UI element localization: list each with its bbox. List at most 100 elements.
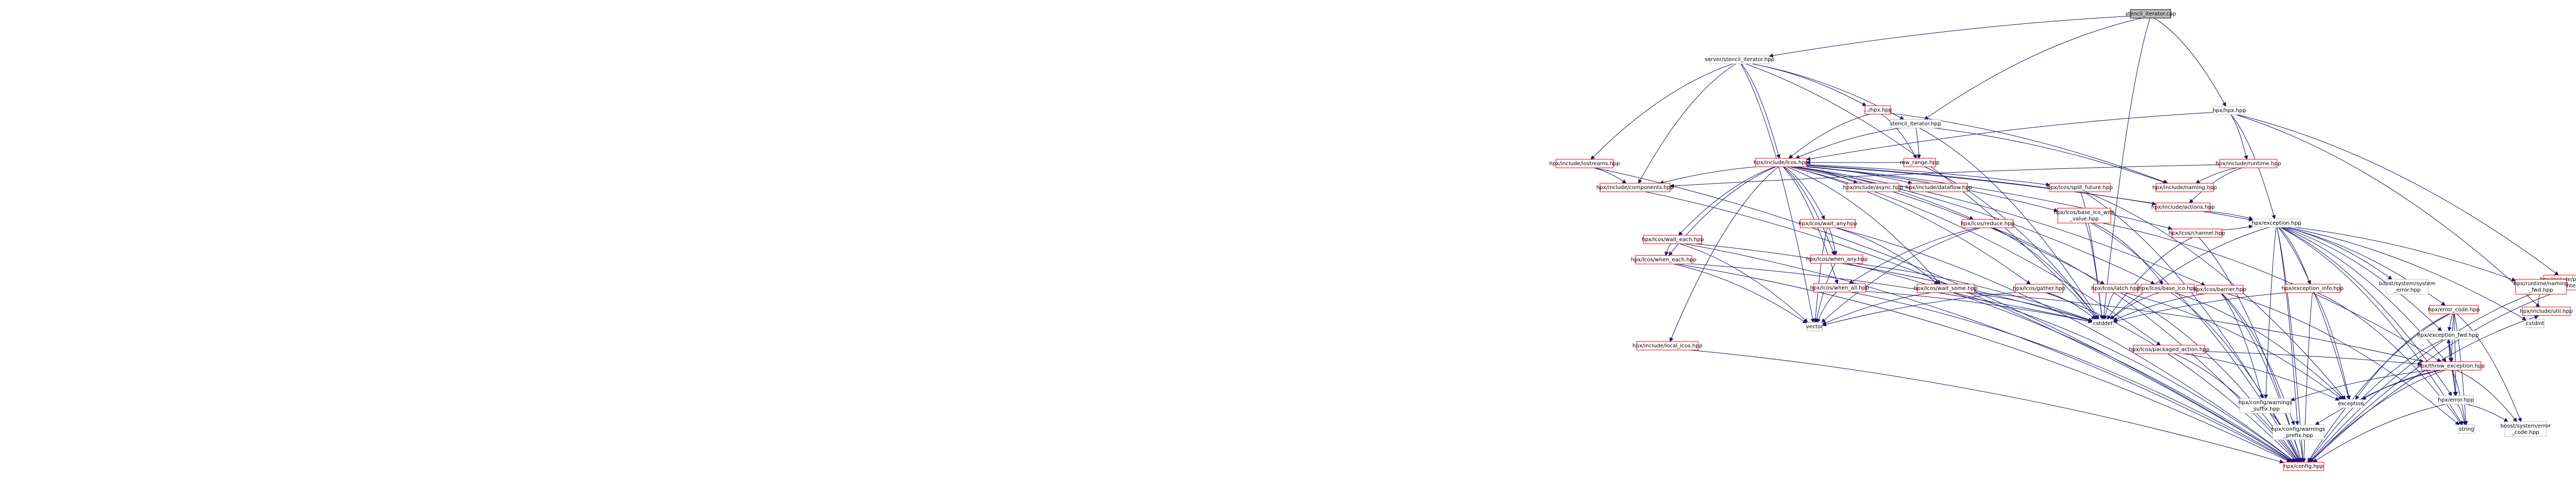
node-dataflow[interactable]: hpx/include/dataflow.hpp (1905, 183, 1972, 192)
node-when-each[interactable]: hpx/lcos/when_each.hpp (1631, 255, 1697, 264)
node-box (2196, 285, 2244, 294)
node-box (2522, 306, 2571, 316)
edge-throw_exc-to-warn_prefix (2315, 370, 2442, 425)
node-channel[interactable]: hpx/lcos/channel.hpp (2169, 228, 2226, 238)
node-vector: vector (1806, 322, 1824, 331)
node-latch[interactable]: hpx/lcos/latch.hpp (2091, 284, 2140, 293)
node-box (1916, 284, 1975, 293)
node-wait-each[interactable]: hpx/lcos/wait_each.hpp (1641, 235, 1704, 244)
node-box (2155, 202, 2211, 212)
edge-split_future-to-exception_std (2085, 191, 2346, 400)
node-label: _error.hpp (2393, 287, 2421, 293)
node-box (1962, 219, 2014, 228)
node-box (2339, 399, 2363, 408)
node-label: hpx/config/warnings (2271, 426, 2325, 432)
node-label: hpx/lcos/wait_some.hpp (1914, 286, 1978, 292)
node-split-future[interactable]: hpx/lcos/split_future.hpp (2047, 183, 2113, 192)
node-gather[interactable]: hpx/lcos/gather.hpp (2013, 284, 2066, 293)
node-wait-any[interactable]: hpx/lcos/wait_any.hpp (1799, 219, 1857, 228)
edge-root-to-hpx (2154, 18, 2226, 107)
node-label: hpx/include/dataflow.hpp (1905, 185, 1972, 191)
edge-error_code-to-boost_errcode (2456, 313, 2522, 422)
edge-wait_each-to-cstddef (1694, 243, 2093, 322)
node-naming-fwd[interactable]: hpx/runtime/naming_fwd.hpp (2514, 279, 2568, 295)
node-row-range[interactable]: row_range.hpp (1900, 158, 1939, 167)
node-naming[interactable]: hpx/include/naming.hpp (2152, 183, 2217, 192)
edge-lcos-to-split_future (1806, 164, 2050, 187)
edge-root-to-cstddef (2101, 18, 2151, 320)
node-si: stencil_iterator.hpp (1890, 119, 1941, 129)
edge-error_code-to-string (2454, 313, 2468, 425)
node-box (2049, 183, 2111, 192)
node-box (1910, 183, 1968, 192)
node-util[interactable]: hpx/include/util.hpp (2520, 306, 2573, 316)
node-config[interactable]: hpx/config.hpp (2283, 462, 2324, 471)
edge-latch-to-exception_std (2124, 292, 2343, 400)
node-box (2385, 279, 2429, 295)
edge-latch-to-cstddef (2103, 292, 2115, 320)
node-reduce[interactable]: hpx/lcos/reduce.hpp (1961, 219, 2015, 228)
node-warn-suffix: hpx/config/warnings_suffix.hpp (2238, 398, 2292, 414)
node-label: hpx/lcos/base_lco.hpp (2138, 286, 2197, 292)
node-label: hpx/include/components.hpp (1596, 185, 1674, 191)
node-when-any[interactable]: hpx/lcos/when_any.hpp (1806, 254, 1868, 264)
node-base-lco[interactable]: hpx/lcos/base_lco.hpp (2138, 284, 2197, 293)
edge-lcos-to-gather (1790, 166, 2031, 285)
node-label: hpx/exception_fwd.hpp (2417, 332, 2479, 338)
node-async[interactable]: hpx/include/async.hpp (1843, 183, 1903, 192)
edge-wait_any-to-wait_some (1835, 227, 1939, 285)
node-when-all[interactable]: hpx/lcos/when_all.hpp (1810, 283, 1869, 293)
node-actions[interactable]: hpx/include/actions.hpp (2151, 202, 2215, 212)
edge-barrier-to-cstddef (2113, 293, 2205, 321)
edge-iostreams-to-components (1593, 167, 1627, 184)
node-string: string (2458, 424, 2475, 434)
edge-exception-to-exc_fwd (2283, 227, 2442, 331)
node-box (2141, 284, 2195, 293)
node-label: _prefix.hpp (2283, 433, 2313, 439)
node-box (2272, 424, 2324, 440)
edge-wait_some-to-config (1954, 292, 2296, 463)
node-exc-info[interactable]: hpx/exception_info.hpp (2282, 284, 2344, 293)
node-hpxinc[interactable]: .../hpx.hpp (1863, 105, 1892, 115)
edge-when_each-to-config (1676, 263, 2291, 463)
node-box (2515, 279, 2567, 295)
node-error-code[interactable]: hpx/error_code.hpp (2428, 305, 2480, 314)
edge-throw_exc-to-exc_fwd (2446, 339, 2451, 362)
node-runtime[interactable]: hpx/include/runtime.hpp (2215, 159, 2281, 168)
node-label: hpx/lcos/base_lco_with (2054, 210, 2115, 216)
node-label: hpx/lcos/wait_any.hpp (1799, 221, 1857, 227)
node-throw-exc[interactable]: hpx/throw_exception.hpp (2418, 361, 2485, 371)
node-label: hpx/include/actions.hpp (2151, 204, 2215, 210)
edge-hpx-to-runtime (2230, 114, 2248, 160)
node-iostreams[interactable]: hpx/include/iostreams.hpp (1550, 159, 1620, 168)
node-box (2283, 462, 2324, 471)
node-barrier[interactable]: hpx/lcos/barrier.hpp (2193, 285, 2246, 294)
node-box (1890, 119, 1941, 129)
node-box (1800, 219, 1856, 228)
node-box (1755, 158, 1807, 167)
edge-gather-to-cstddef (2047, 292, 2096, 320)
edge-packaged-to-throw_exc (2204, 351, 2422, 366)
node-box (2130, 9, 2171, 19)
node-packaged[interactable]: hpx/lcos/packaged_action.hpp (2129, 345, 2210, 354)
dependency-edges (1590, 15, 2563, 464)
edge-when_each-to-cstddef (1691, 263, 2093, 323)
edge-exception-to-string (2280, 227, 2463, 425)
node-label: hpx/lcos/wait_each.hpp (1641, 237, 1704, 243)
node-box (2057, 208, 2111, 224)
node-box (1555, 159, 1614, 168)
edge-exception-to-cstddef (2110, 227, 2270, 320)
node-box (2219, 159, 2278, 168)
node-label: hpx/error.hpp (2438, 397, 2474, 403)
node-components[interactable]: hpx/include/components.hpp (1596, 183, 1674, 192)
node-lcos[interactable]: hpx/include/lcos.hpp (1753, 158, 1809, 167)
node-wait-some[interactable]: hpx/lcos/wait_some.hpp (1914, 284, 1978, 293)
node-box (2015, 284, 2064, 293)
edge-error_code-to-exc_fwd (2447, 313, 2453, 331)
node-local-lcos[interactable]: hpx/include/local_lcos.hpp (1632, 341, 1702, 351)
node-box (2421, 361, 2481, 371)
edge-base_lco-to-cstddef (2110, 292, 2160, 320)
edge-si-to-row_range (1915, 127, 1921, 159)
node-label: hpx/lcos/latch.hpp (2091, 286, 2140, 292)
node-base-lco-wv[interactable]: hpx/lcos/base_lco_with_value.hpp (2054, 208, 2115, 224)
